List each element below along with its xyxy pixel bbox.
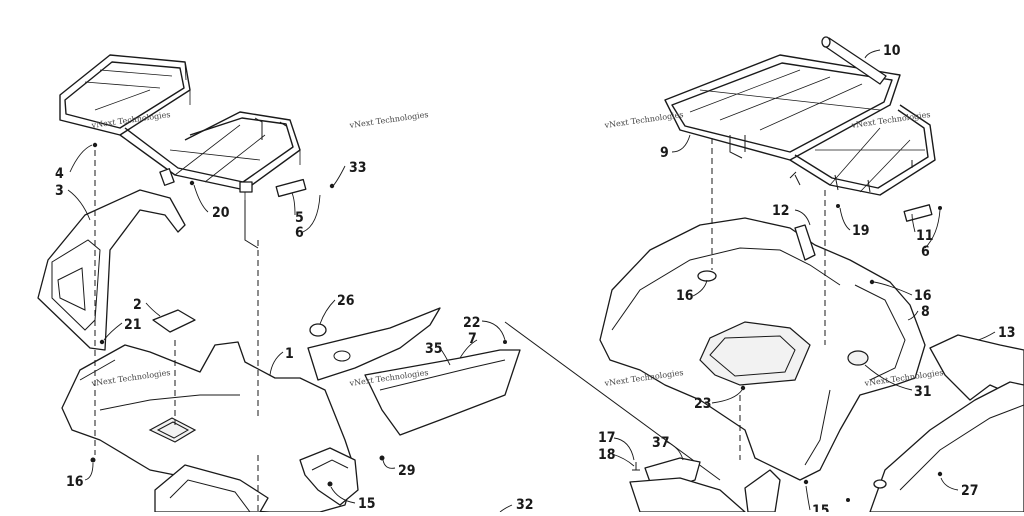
callout-33: 33	[349, 160, 367, 176]
callout-labels: 1 2 3 4 5 6 7 35 20 33 21 26 22 16 29 15…	[55, 43, 1016, 516]
left-alignment-lines	[94, 150, 259, 512]
callout-20: 20	[212, 205, 230, 221]
callout-15-left: 15	[358, 496, 376, 512]
side-panels-35-7	[307, 307, 521, 436]
callout-16-left: 16	[66, 474, 84, 490]
grip-tube-part-10	[821, 36, 887, 85]
front-rack	[59, 54, 301, 200]
callout-7: 7	[468, 331, 477, 347]
callout-1: 1	[285, 346, 294, 362]
pad-part-2	[152, 309, 196, 333]
callout-15-right: 15	[812, 503, 830, 512]
rear-rack-part-9	[664, 54, 936, 222]
callout-16-right: 16	[914, 288, 932, 304]
watermark-3: vNext Technologies	[603, 110, 684, 130]
callout-17: 17	[598, 430, 616, 446]
callout-23: 23	[694, 396, 712, 412]
callout-13: 12	[772, 203, 790, 219]
callout-21: 21	[124, 317, 142, 333]
callout-37: 37	[652, 435, 670, 451]
callout-6: 6	[295, 225, 304, 241]
callout-19: 19	[852, 223, 870, 239]
ring-part-26	[309, 323, 327, 337]
watermark-2: vNext Technologies	[348, 110, 429, 130]
callout-5: 5	[295, 210, 304, 226]
leader-lines	[67, 49, 996, 513]
callout-8: 8	[921, 304, 930, 320]
assembly-line	[504, 321, 721, 481]
callout-2: 2	[133, 297, 142, 313]
callout-31: 31	[914, 384, 932, 400]
right-alignment-lines	[711, 138, 826, 460]
callout-6-right: 6	[921, 244, 930, 260]
callout-10: 10	[883, 43, 901, 59]
panel-part-37	[629, 457, 781, 513]
callout-16-mid: 16	[676, 288, 694, 304]
callout-35: 35	[425, 341, 443, 357]
callout-9: 9	[660, 145, 669, 161]
callout-27: 27	[961, 483, 979, 499]
side-panel-part-12	[869, 334, 1024, 513]
callout-4: 4	[55, 166, 64, 182]
right-hardware	[632, 204, 943, 502]
front-fender-part-1	[61, 341, 359, 513]
callout-12: 13	[998, 325, 1016, 341]
callout-26: 26	[337, 293, 355, 309]
callout-29: 29	[398, 463, 416, 479]
rear-fender-part-8	[599, 217, 926, 481]
left-hardware	[90, 142, 507, 487]
callout-18: 18	[598, 447, 616, 463]
callout-11: 11	[916, 228, 934, 244]
callout-3: 3	[55, 183, 64, 199]
watermark-1: vNext Technologies	[90, 110, 171, 130]
callout-22: 22	[463, 315, 481, 331]
callout-32: 32	[516, 497, 534, 512]
